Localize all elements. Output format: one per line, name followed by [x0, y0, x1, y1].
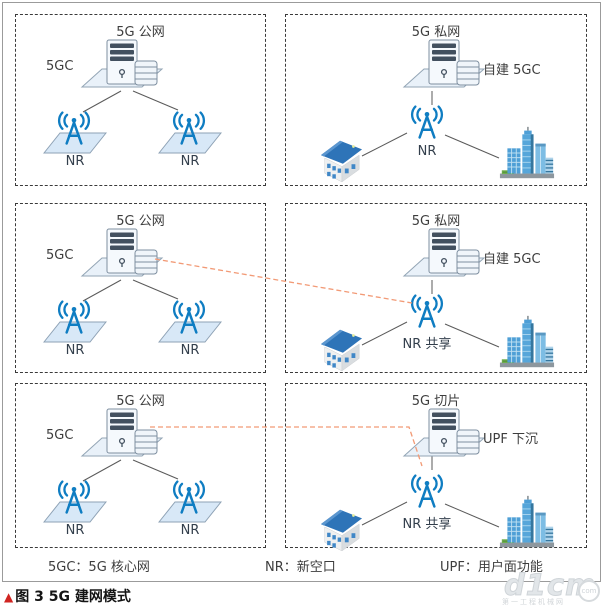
panel-title: 5G 私网 — [411, 214, 461, 229]
nr-label: NR — [180, 343, 200, 358]
panel-title: 5G 公网 — [116, 25, 165, 40]
legend-item-5gc: 5GC：5G 核心网 — [48, 560, 150, 575]
nr-label: NR — [65, 154, 85, 169]
watermark-subtext: 第一工程机械网 — [502, 598, 565, 606]
core-network-server-icon — [80, 39, 164, 89]
core-network-label: 自建 5GC — [483, 63, 541, 78]
nr-antenna-icon — [57, 478, 91, 516]
city-buildings-icon — [499, 314, 555, 370]
nr-label: NR — [65, 343, 85, 358]
house-icon — [319, 323, 363, 371]
nr-antenna-icon — [410, 292, 444, 330]
core-network-server-icon — [80, 228, 164, 278]
house-icon — [319, 134, 363, 182]
nr-antenna-icon — [172, 298, 206, 336]
caption-triangle-icon: ▲ — [4, 590, 14, 604]
panel-5g-slice: 5G 切片 UPF 下沉 NR 共享 — [285, 383, 587, 548]
nr-antenna-icon — [410, 103, 444, 141]
legend: 5GC：5G 核心网 NR：新空口 UPF：用户面功能 — [0, 556, 597, 575]
panel-5g-private-2: 5G 私网 自建 5GC NR 共享 — [285, 203, 587, 373]
nr-label: NR — [417, 144, 437, 159]
nr-label: NR 共享 — [402, 337, 452, 352]
nr-label: NR 共享 — [402, 517, 452, 532]
nr-label: NR — [65, 523, 85, 538]
panel-5g-public-2: 5G 公网 5GC NR NR — [15, 203, 266, 373]
core-network-server-icon — [80, 408, 164, 458]
nr-antenna-icon — [57, 109, 91, 147]
house-icon — [319, 503, 363, 551]
watermark-com-badge: com — [578, 580, 600, 602]
nr-antenna-icon — [410, 472, 444, 510]
watermark: d1cm com 第一工程机械网 — [498, 568, 602, 606]
city-buildings-icon — [499, 125, 555, 181]
panel-5g-private-1: 5G 私网 自建 5GC NR — [285, 14, 587, 186]
city-buildings-icon — [499, 494, 555, 550]
panel-title: 5G 私网 — [411, 25, 461, 40]
panel-title: 5G 切片 — [411, 394, 461, 409]
caption-text: 图 3 5G 建网模式 — [15, 589, 131, 605]
panel-5g-public-3: 5G 公网 5GC NR NR — [15, 383, 266, 548]
panel-5g-public-1: 5G 公网 5GC NR NR — [15, 14, 266, 186]
core-network-label: 5GC — [46, 59, 74, 74]
core-network-label: 5GC — [46, 248, 74, 263]
panel-title: 5G 公网 — [116, 394, 165, 409]
legend-item-nr: NR：新空口 — [265, 560, 336, 575]
nr-antenna-icon — [172, 478, 206, 516]
nr-label: NR — [180, 154, 200, 169]
core-network-server-icon — [402, 228, 486, 278]
figure-caption: ▲图 3 5G 建网模式 — [4, 586, 131, 606]
nr-antenna-icon — [57, 298, 91, 336]
core-network-label: 5GC — [46, 428, 74, 443]
nr-antenna-icon — [172, 109, 206, 147]
core-network-server-icon — [402, 408, 486, 458]
panel-title: 5G 公网 — [116, 214, 165, 229]
core-network-label: UPF 下沉 — [483, 432, 538, 447]
nr-label: NR — [180, 523, 200, 538]
core-network-label: 自建 5GC — [483, 252, 541, 267]
core-network-server-icon — [402, 39, 486, 89]
legend-item-upf: UPF：用户面功能 — [440, 560, 543, 575]
